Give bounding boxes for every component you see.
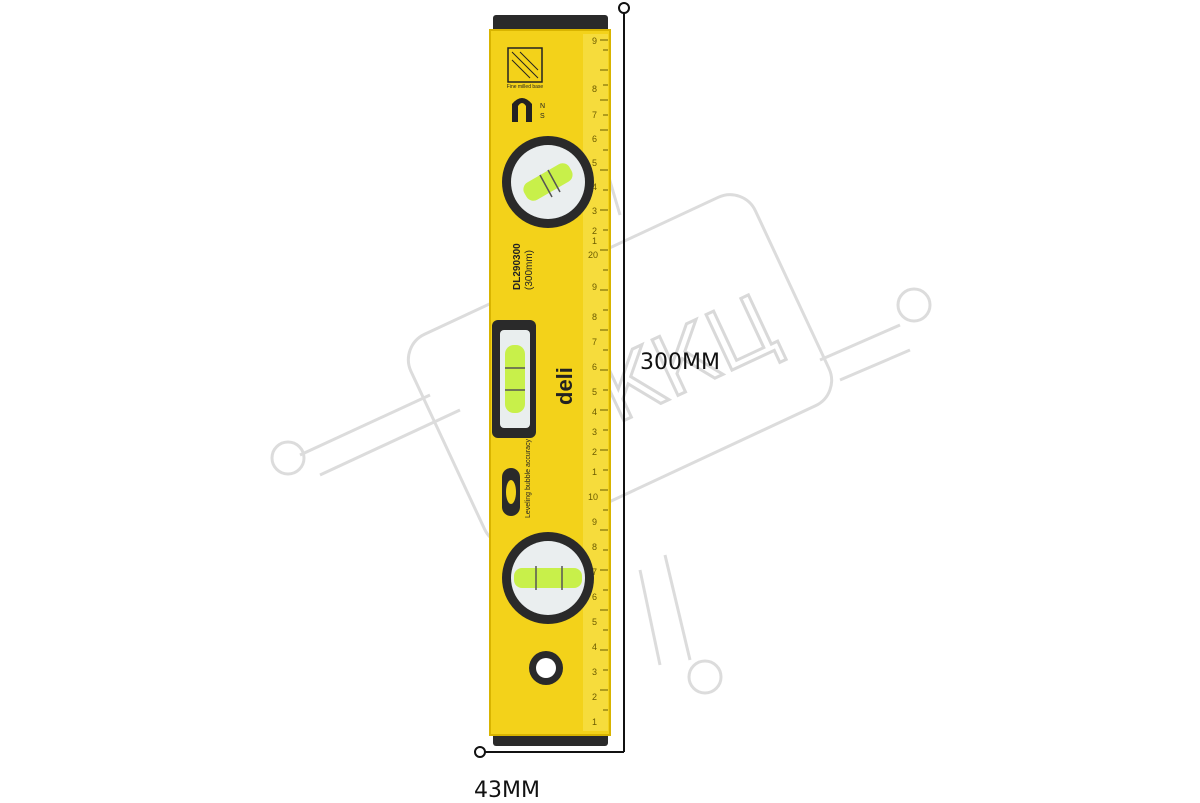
- ruler-number: 6: [592, 592, 597, 602]
- magnet-pole-s: S: [540, 113, 545, 120]
- ruler-number: 2: [592, 447, 597, 457]
- ruler-number: 20: [588, 250, 598, 260]
- ruler-number: 8: [592, 542, 597, 552]
- model-size: (300mm): [524, 250, 535, 290]
- model-number: DL290300: [512, 243, 523, 290]
- ruler-number: 8: [592, 84, 597, 94]
- ruler-number: 9: [592, 36, 597, 46]
- round-vial-bottom: [502, 532, 594, 624]
- ruler-number: 8: [592, 312, 597, 322]
- ruler-numbers: 9 8 7 6 5 4 3 2 1 20 9 8 7 6 5 4 3 2 1 1…: [588, 36, 598, 727]
- ruler-ticks: [600, 39, 608, 711]
- ruler-number: 1: [592, 236, 597, 246]
- magnet-pole-n: N: [540, 103, 545, 110]
- ruler-number: 7: [592, 110, 597, 120]
- magnet-icon: N S: [512, 98, 545, 122]
- hang-hole: [529, 651, 563, 685]
- brand-logo: deli: [552, 367, 577, 405]
- spirit-level: 9 8 7 6 5 4 3 2 1 20 9 8 7 6 5 4 3 2 1 1…: [489, 15, 611, 746]
- ruler-number: 3: [592, 206, 597, 216]
- ruler-number: 3: [592, 667, 597, 677]
- ruler-number: 3: [592, 427, 597, 437]
- ruler-number: 7: [592, 567, 597, 577]
- ruler-number: 4: [592, 407, 597, 417]
- accuracy-text: Leveling bubble accuracy: [525, 439, 532, 518]
- ruler-number: 9: [592, 282, 597, 292]
- ruler-number: 2: [592, 692, 597, 702]
- ruler-number: 6: [592, 134, 597, 144]
- length-dimension-label: 300MM: [640, 350, 720, 375]
- ruler-number: 4: [592, 182, 597, 192]
- dimension-endpoint: [618, 2, 630, 14]
- width-dimension-label: 43MM: [474, 778, 540, 803]
- dimension-endpoint: [474, 746, 486, 758]
- ruler-number: 4: [592, 642, 597, 652]
- ruler-number: 2: [592, 226, 597, 236]
- ruler-number: 9: [592, 517, 597, 527]
- fine-milled-badge: Fine milled base: [507, 47, 544, 90]
- badge-text: Fine milled base: [507, 84, 544, 90]
- ruler-number: 10: [588, 492, 598, 502]
- round-vial-top: [502, 136, 594, 228]
- ruler-number: 1: [592, 717, 597, 727]
- ruler-number: 1: [592, 467, 597, 477]
- ruler-number: 5: [592, 158, 597, 168]
- accuracy-badge: Leveling bubble accuracy: [502, 439, 532, 518]
- center-vial: [492, 320, 536, 438]
- ruler-number: 6: [592, 362, 597, 372]
- ruler-number: 7: [592, 337, 597, 347]
- ruler-number: 5: [592, 617, 597, 627]
- dimension-lines: [474, 2, 630, 758]
- ruler-number: 5: [592, 387, 597, 397]
